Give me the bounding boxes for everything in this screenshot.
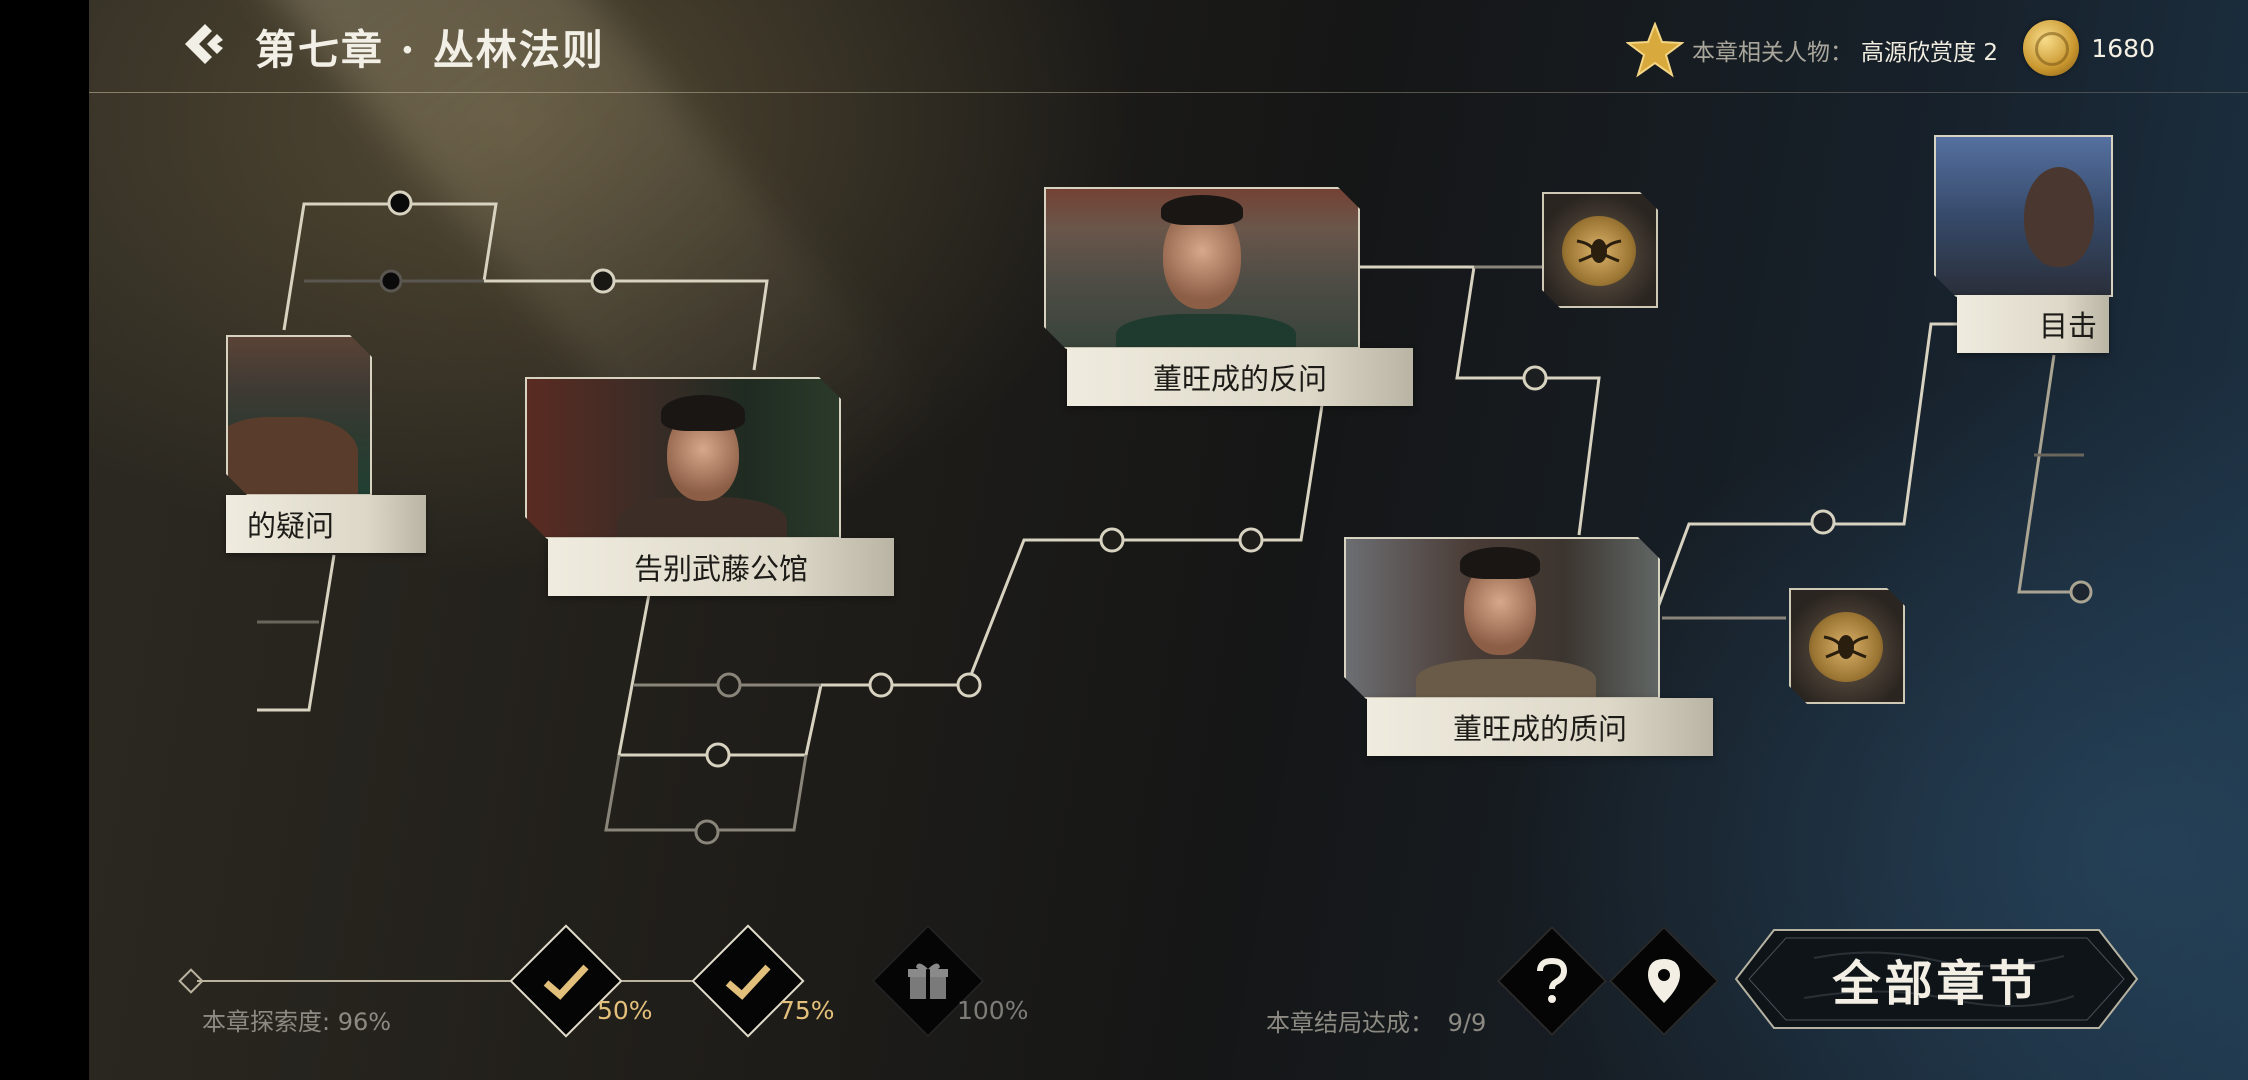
check-icon [725, 964, 771, 1000]
location-button[interactable] [1608, 925, 1720, 1037]
ending-progress-text: 本章结局达成： 9/9 [1266, 1009, 1487, 1037]
header-divider [89, 92, 2248, 93]
story-node-right-thumb[interactable] [1934, 135, 2113, 297]
story-node-counter-label[interactable]: 董旺成的反问 [1067, 348, 1413, 406]
character-portrait-badge[interactable] [1542, 192, 1658, 308]
all-chapters-label: 全部章节 [1832, 956, 2041, 1012]
milestone-100-label: 100% [957, 996, 1029, 1025]
question-icon [1537, 957, 1568, 1003]
chapter-map: 第七章 · 丛林法则 本章相关人物： 高源欣赏度 2 1680 [89, 0, 2248, 1080]
story-node-label[interactable]: 的疑问 [226, 495, 426, 553]
story-node-counter-thumb[interactable] [1044, 187, 1360, 349]
all-chapters-button[interactable]: 全部章节 [1734, 928, 2139, 1030]
story-node-interrogation-label[interactable]: 董旺成的质问 [1367, 698, 1713, 756]
milestone-75-label: 75% [779, 996, 835, 1025]
people-value: 高源欣赏度 2 [1861, 40, 1998, 66]
spider-emblem-icon [1562, 216, 1636, 286]
check-icon [543, 964, 589, 1000]
chapter-title: 第七章 · 丛林法则 [255, 26, 605, 74]
story-node-interrogation-thumb[interactable] [1344, 537, 1660, 699]
back-button[interactable] [181, 20, 227, 68]
story-node-farewell-label[interactable]: 告别武藤公馆 [548, 538, 894, 596]
gift-icon [908, 963, 948, 999]
people-label: 本章相关人物： [1692, 40, 1854, 66]
coin-count: 1680 [2091, 33, 2155, 63]
location-pin-icon [1648, 959, 1680, 1003]
related-characters[interactable]: 本章相关人物： 高源欣赏度 2 [1626, 22, 1998, 78]
character-portrait-badge[interactable] [1789, 588, 1905, 704]
coin-icon [2023, 20, 2080, 76]
story-node-thumb[interactable] [226, 335, 372, 496]
story-node-right-label[interactable]: 目击 [1957, 295, 2109, 353]
all-chapters-frame [1734, 929, 2139, 1029]
spider-emblem-icon [1809, 612, 1883, 682]
story-branch-lines [257, 190, 2093, 845]
milestone-75[interactable] [691, 924, 805, 1038]
milestone-50[interactable] [509, 924, 623, 1038]
explore-progress-text: 本章探索度: 96% [202, 1008, 392, 1036]
milestone-100[interactable] [871, 924, 985, 1038]
story-node-farewell-thumb[interactable] [525, 377, 841, 539]
milestone-50-label: 50% [597, 996, 653, 1025]
back-arrow-icon [185, 24, 223, 64]
star-icon [1626, 22, 1685, 78]
help-button[interactable] [1496, 925, 1608, 1037]
explore-progress-track [197, 980, 757, 982]
coin-balance: 1680 [2023, 20, 2155, 76]
